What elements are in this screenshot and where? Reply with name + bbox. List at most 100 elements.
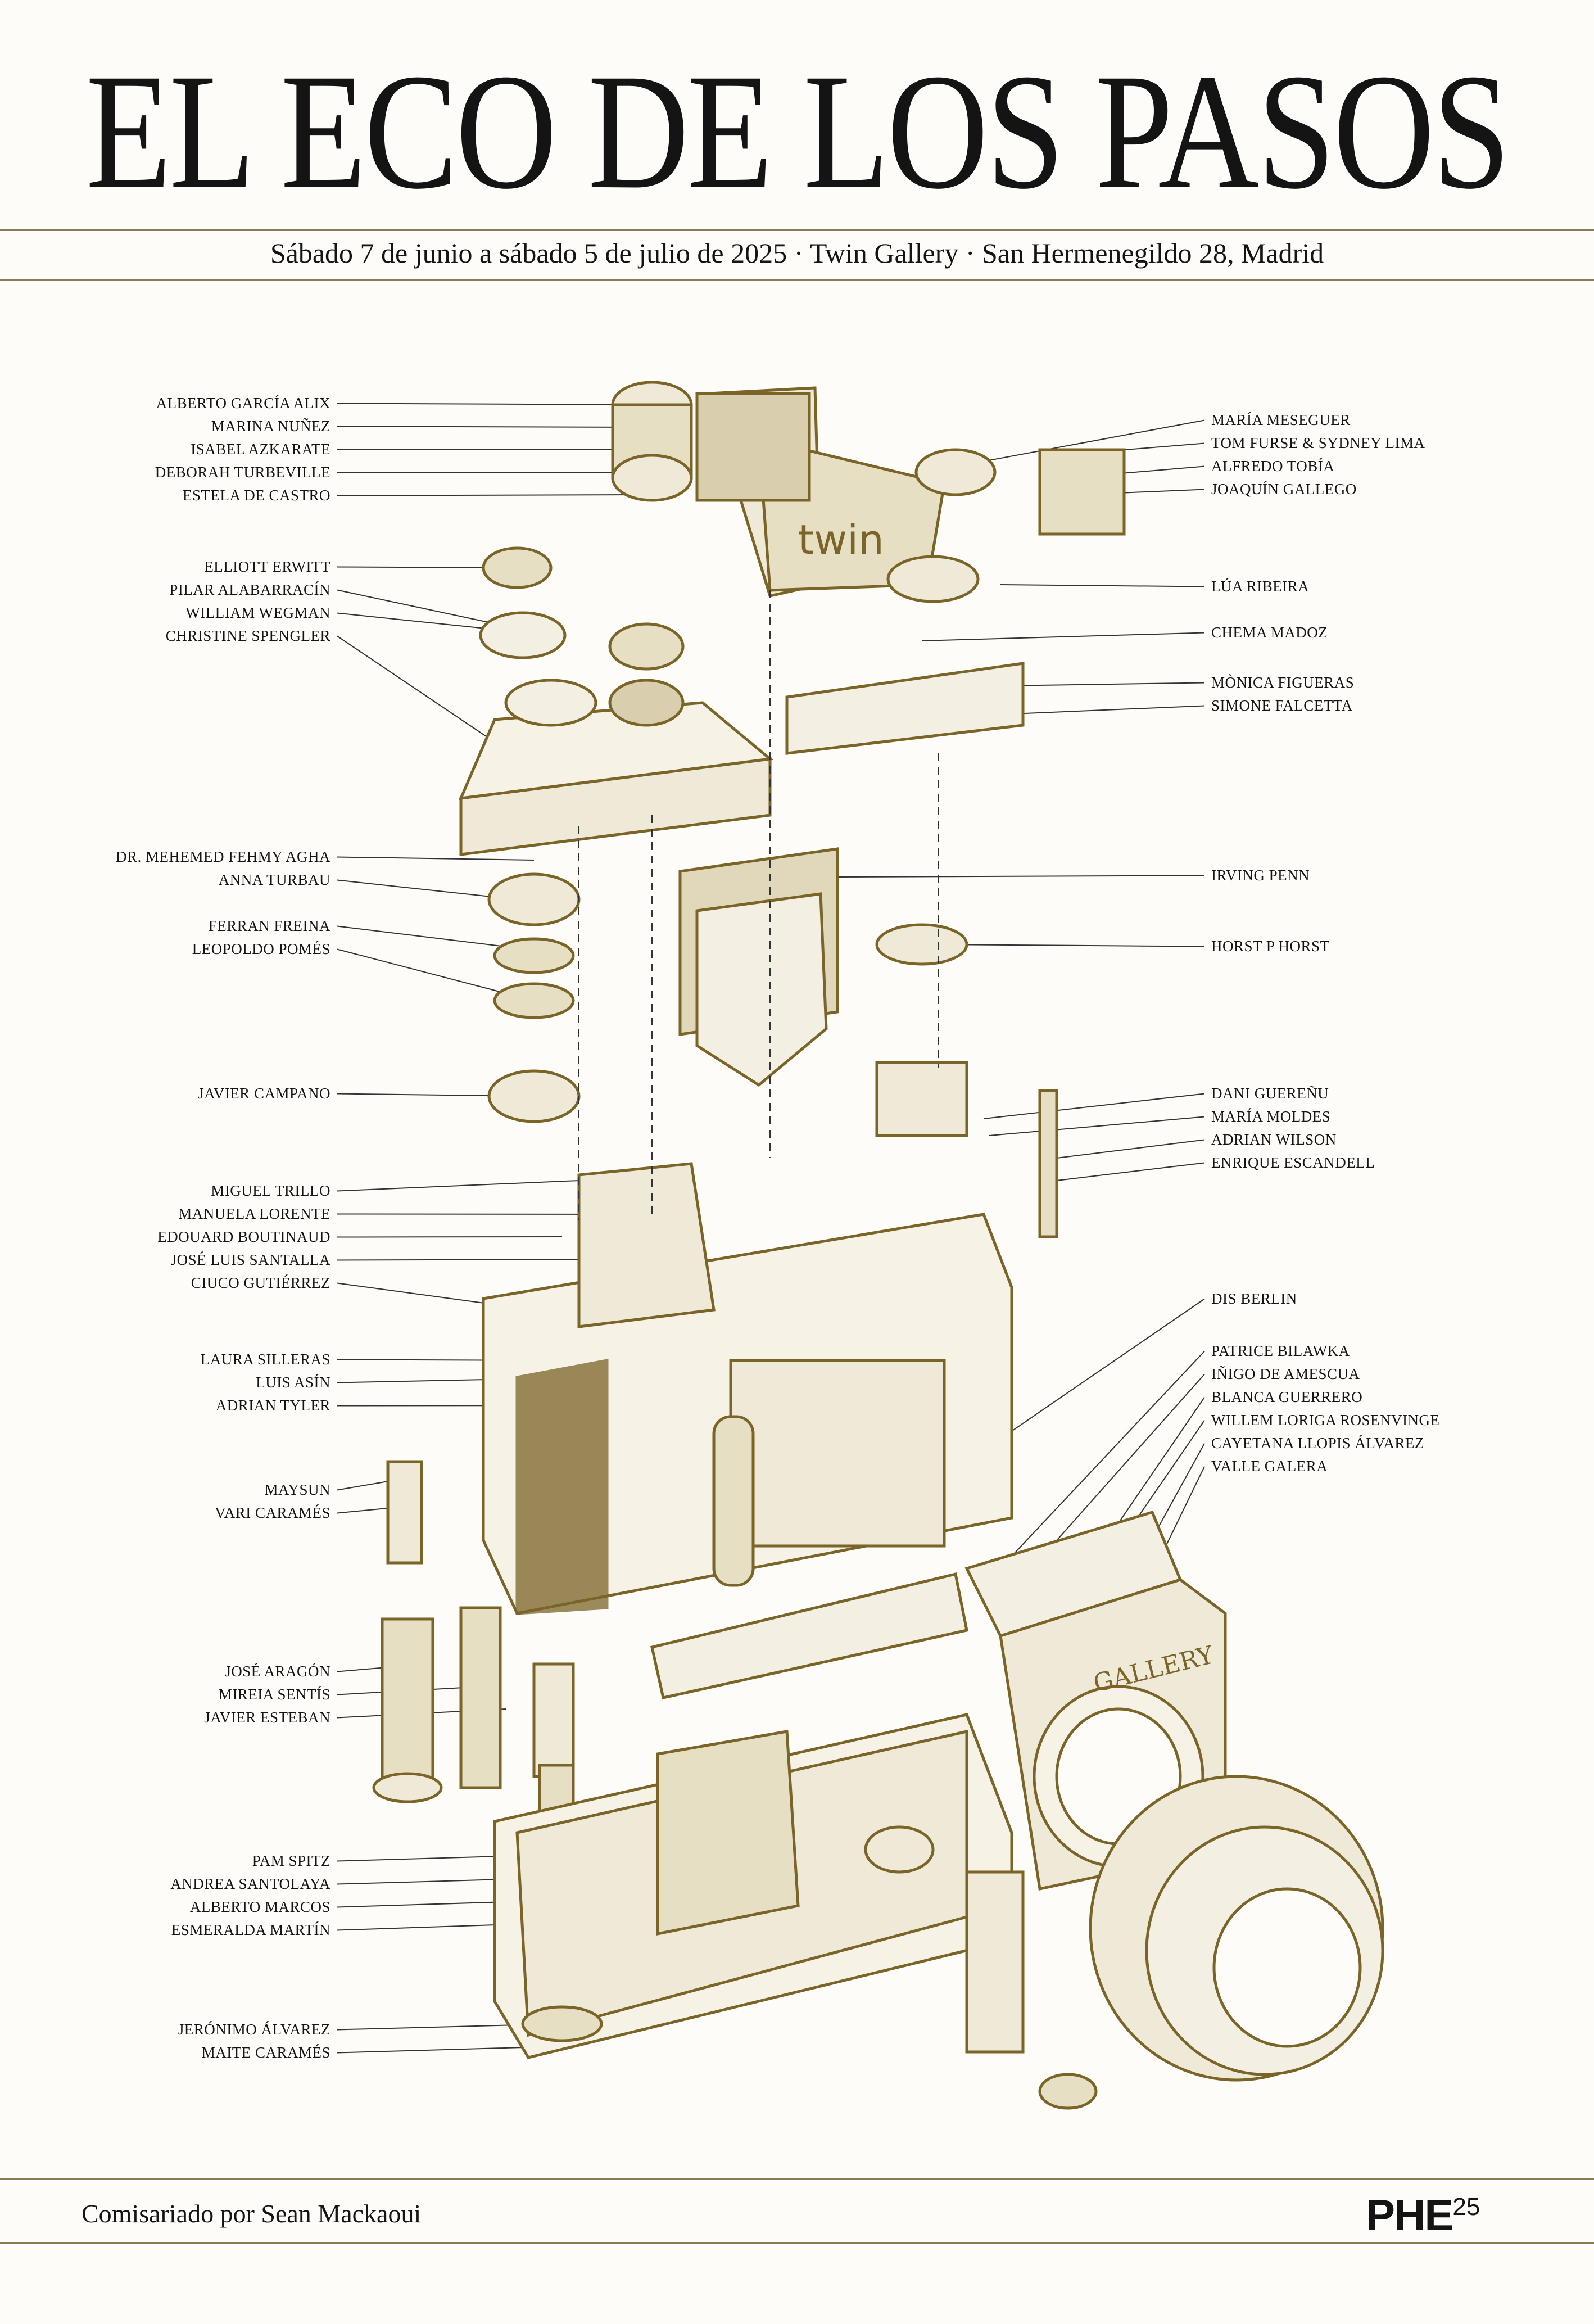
leader-line [337, 1180, 579, 1192]
artists-group-1: Alberto García Alix Marina Nuñez Isabel … [155, 392, 330, 507]
artist-name: José Aragón [225, 1663, 330, 1680]
artist-name: Joaquín Gallego [1211, 481, 1357, 498]
leader-line [955, 419, 1205, 467]
exhibition-info: Sábado 7 de junio a sábado 5 de julio de… [270, 237, 1324, 269]
artist-name: Cayetana Llopis Álvarez [1211, 1435, 1424, 1452]
artist-name: Ferran Freina [208, 917, 330, 934]
artist-name: Maysun [264, 1481, 330, 1498]
camera-parts: twin [372, 381, 1384, 2110]
header-rule-top [0, 229, 1594, 231]
artist-name: Patrice Bilawka [1211, 1342, 1350, 1359]
leader-line [837, 875, 1205, 878]
artist-name: Deborah Turbeville [155, 464, 330, 481]
leader-line [983, 1298, 1205, 1451]
artist-name: Ciuco Gutiérrez [191, 1274, 330, 1291]
leader-line [1011, 705, 1205, 715]
artist-name: Irving Penn [1211, 867, 1310, 884]
lens [1089, 1775, 1384, 2082]
artist-name: María Meseguer [1211, 412, 1351, 428]
artist-name: Andrea Santolaya [170, 1875, 330, 1892]
artists-group-6: Miguel Trillo Manuela Lorente Edouard Bo… [157, 1179, 330, 1295]
artists-group-3: Dr. Mehemed Fehmy Agha Anna Turbau [116, 845, 330, 892]
artists-group-17: Horst P Horst [1211, 935, 1330, 958]
leader-line [989, 1116, 1205, 1136]
artist-name: Edouard Boutinaud [157, 1228, 330, 1245]
artists-group-16: Irving Penn [1211, 864, 1310, 887]
poster-title: EL ECO DE LOS PASOS [85, 39, 1511, 224]
camera-back [493, 1713, 1013, 2059]
artist-name: Leopoldo Pomés [192, 941, 330, 957]
leader-line [932, 944, 1205, 947]
artist-name: Horst P Horst [1211, 938, 1330, 955]
artists-group-5: Javier Campano [198, 1082, 330, 1105]
artist-name: Alfredo Tobía [1211, 458, 1335, 474]
artists-group-9: José Aragón Mireia Sentís Javier Esteban [204, 1660, 330, 1729]
artist-name: Estela de Castro [182, 487, 330, 504]
curator-credit: Comisariado por Sean Mackaoui [81, 2199, 422, 2228]
artists-group-14: Chema Madoz [1211, 621, 1328, 644]
artist-name: Chema Madoz [1211, 624, 1328, 641]
center-prism [678, 847, 839, 1087]
artist-name: José Luis Santalla [170, 1251, 330, 1268]
footer-rule-top [0, 2178, 1594, 2180]
leader-line [337, 403, 653, 405]
engraved-twin-label: twin [798, 516, 884, 563]
header-rule-bottom [0, 279, 1594, 281]
leader-line [994, 1350, 1205, 1575]
artist-name: María Moldes [1211, 1108, 1331, 1125]
camera-body [482, 1162, 1013, 1615]
artist-name: Blanca Guerrero [1211, 1389, 1363, 1405]
artist-name: Alberto Marcos [189, 1898, 330, 1915]
artists-group-2: Elliott Erwitt Pilar Alabarracín William… [166, 555, 330, 648]
artist-name: Esmeralda Martín [171, 1921, 330, 1938]
leader-line [337, 494, 653, 496]
artists-group-19: Dis Berlin [1211, 1287, 1297, 1310]
artists-group-7: Laura Silleras Luis Asín Adrian Tyler [201, 1348, 330, 1417]
artist-name: Simone Falcetta [1211, 697, 1353, 714]
leader-line [1056, 1162, 1205, 1181]
artist-name: Willem Loriga Rosenvinge [1211, 1412, 1440, 1428]
artist-name: Dis Berlin [1211, 1290, 1297, 1307]
artist-name: Lúa Ribeira [1211, 578, 1310, 595]
artist-name: Isabel Azkarate [191, 441, 330, 458]
leader-line [1056, 1139, 1205, 1159]
leader-line [337, 1259, 591, 1261]
artists-group-12: María Meseguer Tom Furse & Sydney Lima A… [1211, 409, 1425, 501]
leader-line [337, 879, 518, 900]
artists-group-20: Patrice Bilawka Iñigo de Amescua Blanca … [1211, 1340, 1439, 1478]
leader-line [983, 1093, 1205, 1119]
artists-group-4: Ferran Freina Leopoldo Pomés [192, 915, 330, 961]
footer-rule-bottom [0, 2242, 1594, 2244]
artist-name: Tom Furse & Sydney Lima [1211, 435, 1425, 451]
leader-line [337, 635, 495, 743]
leader-line [1000, 584, 1205, 587]
artist-name: Elliott Erwitt [204, 558, 330, 575]
artists-group-13: Lúa Ribeira [1211, 575, 1309, 598]
artist-name: Enrique Escandell [1211, 1154, 1375, 1171]
artist-name: Adrian Tyler [215, 1397, 330, 1414]
artists-group-10: Pam Spitz Andrea Santolaya Alberto Marco… [170, 1850, 330, 1942]
leader-line [921, 632, 1205, 641]
artist-name: Alberto García Alix [156, 395, 330, 412]
artist-name: Miguel Trillo [211, 1182, 330, 1199]
artists-group-8: Maysun Vari Caramés [215, 1479, 330, 1525]
phe-logo-mark: PHE [1366, 2190, 1453, 2240]
leader-line [337, 856, 535, 861]
artist-name: Maite Caramés [201, 2044, 330, 2061]
artist-name: Mònica Figueras [1211, 674, 1355, 691]
artist-name: Dani Guereñu [1211, 1085, 1329, 1102]
artist-name: Adrian Wilson [1211, 1131, 1337, 1148]
artist-name: Jerónimo Álvarez [178, 2021, 330, 2038]
artist-name: Manuela Lorente [178, 1205, 330, 1222]
artist-name: William Wegman [185, 604, 330, 621]
phe-logo: PHE25 [1366, 2190, 1480, 2241]
artist-name: Marina Nuñez [211, 418, 330, 435]
phe-logo-number: 25 [1452, 2193, 1480, 2221]
spool-parts [372, 1460, 575, 1834]
assembly-guide-lines [578, 590, 939, 1220]
artists-group-18: Dani Guereñu María Moldes Adrian Wilson … [1211, 1082, 1375, 1174]
leader-line [337, 472, 653, 473]
artist-name: Luis Asín [256, 1374, 330, 1391]
artist-name: Laura Silleras [200, 1351, 330, 1368]
